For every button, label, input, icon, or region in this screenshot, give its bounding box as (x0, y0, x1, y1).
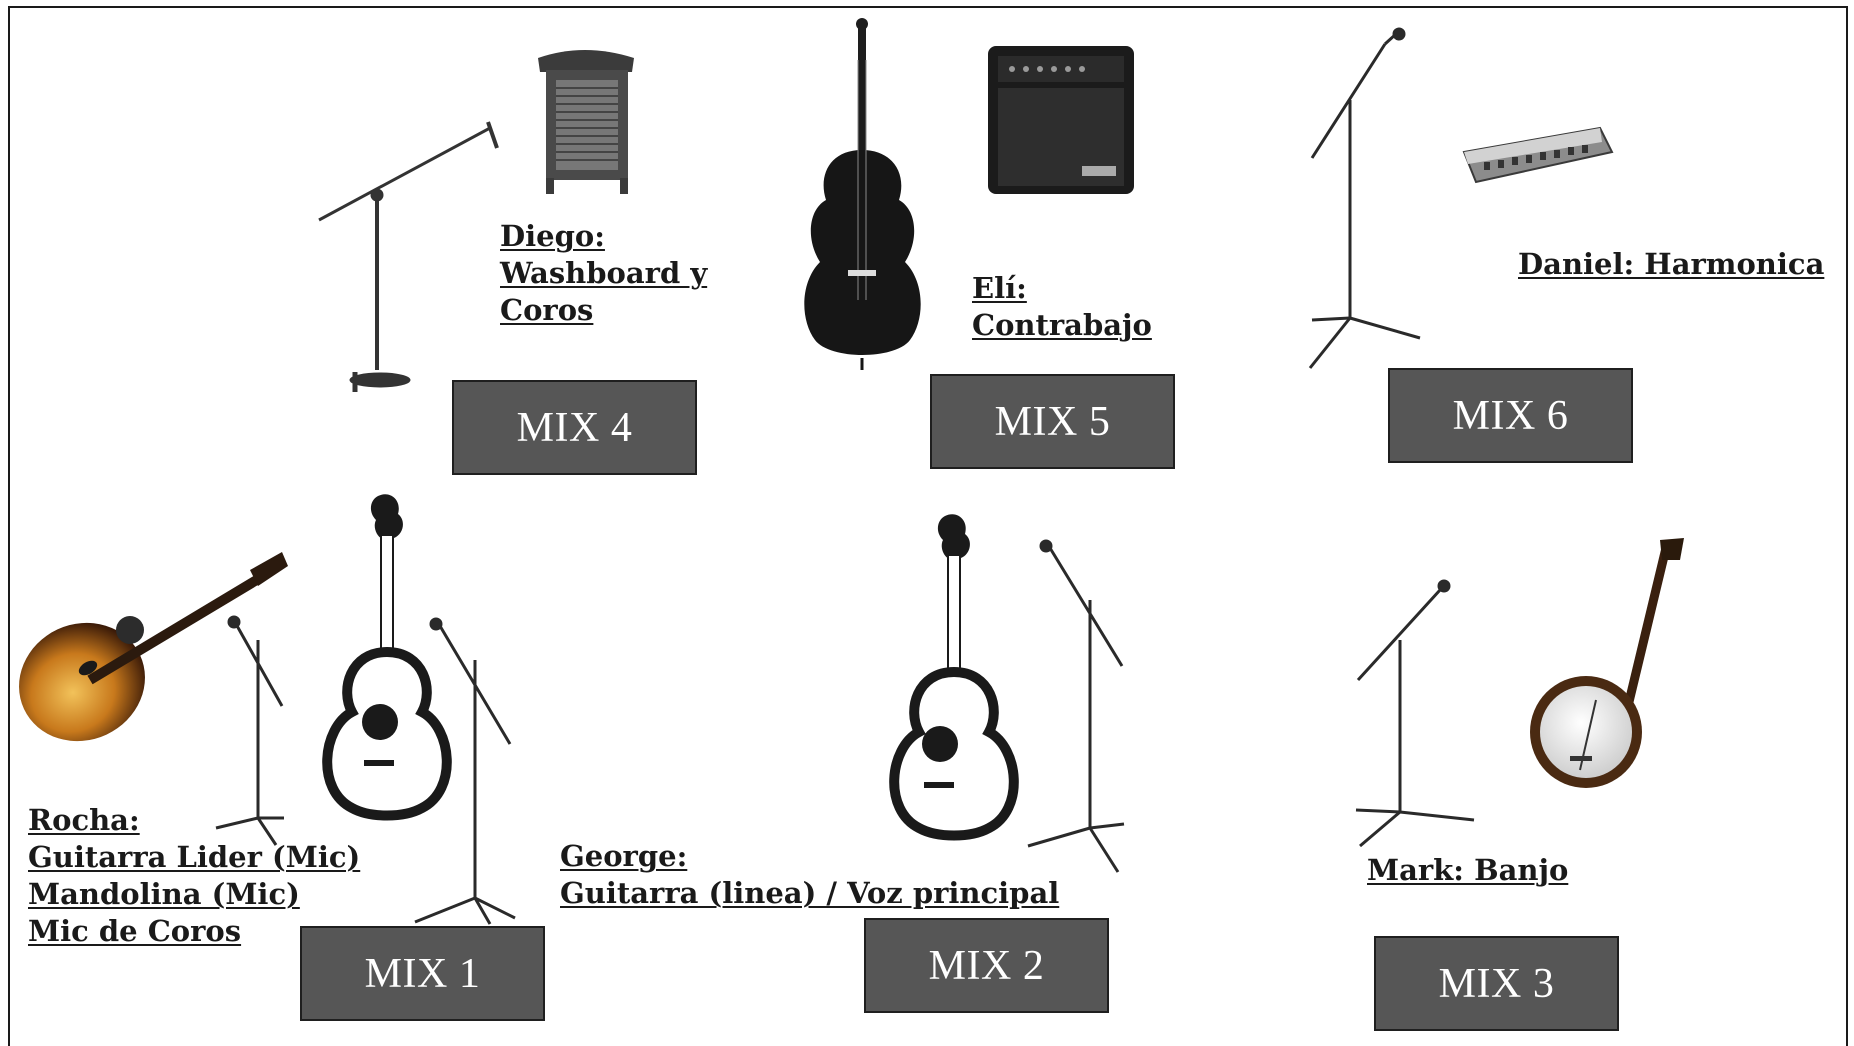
mandolin-icon (19, 552, 288, 742)
label-mark: Mark: Banjo (1367, 852, 1568, 889)
harmonica-icon (1462, 126, 1614, 184)
label-rocha-line3: Mic de Coros (28, 914, 242, 948)
boom-mic-stand-icon (318, 121, 499, 392)
label-eli: Elí: Contrabajo (972, 270, 1152, 344)
label-mark-line: Mark: Banjo (1367, 853, 1569, 887)
label-rocha-name: Rocha: (28, 803, 140, 837)
mic-stand-icon (414, 617, 516, 925)
label-daniel-line: Daniel: Harmonica (1518, 247, 1825, 281)
stage-frame (8, 6, 1848, 1046)
label-george-line1: Guitarra (linea) / Voz principal (560, 876, 1060, 910)
label-eli-name: Elí: (972, 271, 1027, 305)
label-george: George: Guitarra (linea) / Voz principal (560, 838, 1059, 912)
mix-6-box: MIX 6 (1388, 368, 1633, 463)
banjo-icon (1530, 538, 1684, 788)
acoustic-guitar-icon (889, 514, 1019, 841)
mic-stand-icon (1027, 539, 1125, 873)
label-rocha-line1: Guitarra Lider (Mic) (28, 840, 361, 874)
label-daniel: Daniel: Harmonica (1518, 246, 1824, 283)
guitar-amp-icon (988, 46, 1134, 194)
mic-stand-icon (1308, 27, 1421, 369)
mic-stand-icon (1355, 579, 1475, 848)
mic-stand-icon (215, 615, 284, 846)
label-rocha: Rocha: Guitarra Lider (Mic) Mandolina (M… (28, 802, 360, 950)
label-rocha-line2: Mandolina (Mic) (28, 877, 300, 911)
mix-3-box: MIX 3 (1374, 936, 1619, 1031)
mix-5-box: MIX 5 (930, 374, 1175, 469)
label-diego-name: Diego: (500, 219, 605, 253)
mix-1-box: MIX 1 (300, 926, 545, 1021)
mix-2-box: MIX 2 (864, 918, 1109, 1013)
upright-bass-icon (804, 18, 921, 370)
label-diego-line1: Washboard y (500, 256, 708, 290)
label-george-name: George: (560, 839, 688, 873)
label-eli-line1: Contrabajo (972, 308, 1152, 342)
label-diego-line2: Coros (500, 293, 594, 327)
acoustic-guitar-icon (322, 494, 452, 821)
mix-4-box: MIX 4 (452, 380, 697, 475)
washboard-icon (538, 50, 634, 194)
label-diego: Diego: Washboard y Coros (500, 218, 707, 329)
